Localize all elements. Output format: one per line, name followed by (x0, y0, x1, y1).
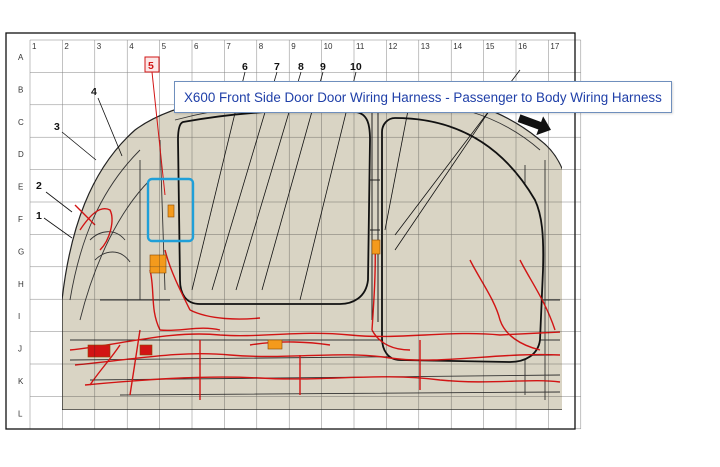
callout-7: 7 (274, 61, 280, 73)
callout-9: 9 (320, 61, 326, 73)
grid-column-label: 8 (259, 42, 264, 51)
rear-window-opening (177, 109, 371, 305)
grid-row-label: J (18, 345, 22, 354)
grid-column-label: 14 (453, 42, 462, 51)
b-pillar (370, 110, 380, 322)
harness-tooltip-text: X600 Front Side Door Door Wiring Harness… (184, 89, 662, 105)
grid-row-label: H (18, 280, 24, 289)
grid-column-label: 16 (518, 42, 527, 51)
harness-connectors (87, 204, 381, 358)
callout-10: 10 (350, 61, 362, 73)
connector (167, 204, 175, 218)
callout-1: 1 (36, 210, 42, 222)
callout-5-leader (151, 71, 166, 196)
grid-column-label: 10 (324, 42, 333, 51)
grid-row-label: E (18, 183, 23, 192)
wiring-harness (69, 204, 561, 400)
grid-column-label: 4 (129, 42, 134, 51)
callout-5: 5 (148, 60, 154, 72)
grid-row-label: F (18, 215, 23, 224)
grid-column-label: 12 (388, 42, 397, 51)
connector (267, 339, 283, 350)
callout-6: 6 (242, 61, 248, 73)
grid-row-label: B (18, 85, 23, 94)
grid-row-label: A (18, 53, 24, 62)
connector (149, 254, 167, 274)
grid-row-label: L (18, 409, 23, 418)
callout-8: 8 (298, 61, 304, 73)
arrow-icon (517, 114, 551, 136)
grid-column-label: 15 (486, 42, 495, 51)
grid-row-label: I (18, 312, 20, 321)
callout-3: 3 (54, 121, 60, 133)
grid-column-label: 1 (32, 42, 37, 51)
grid-column-label: 7 (226, 42, 231, 51)
callout-2: 2 (36, 180, 42, 192)
grid-column-label: 9 (291, 42, 296, 51)
grid-column-label: 6 (194, 42, 199, 51)
grid-column-label: 2 (64, 42, 69, 51)
connector (87, 344, 111, 358)
grid-row-label: K (18, 377, 24, 386)
grid-column-label: 11 (356, 42, 365, 51)
grid-row-label: C (18, 118, 24, 127)
connector (139, 344, 153, 356)
connector (371, 239, 381, 255)
grid-column-label: 13 (421, 42, 430, 51)
front-window-opening (381, 117, 545, 363)
grid-column-label: 17 (550, 42, 559, 51)
grid-column-label: 3 (97, 42, 102, 51)
grid-row-label: D (18, 150, 24, 159)
callout-4: 4 (91, 86, 97, 98)
highlight-box[interactable] (146, 177, 195, 243)
grid-row-label: G (18, 247, 24, 256)
harness-tooltip: X600 Front Side Door Door Wiring Harness… (174, 81, 672, 113)
grid-column-label: 5 (162, 42, 167, 51)
callout-numbers: 1 2 3 4 6 7 8 9 10 (36, 61, 362, 222)
